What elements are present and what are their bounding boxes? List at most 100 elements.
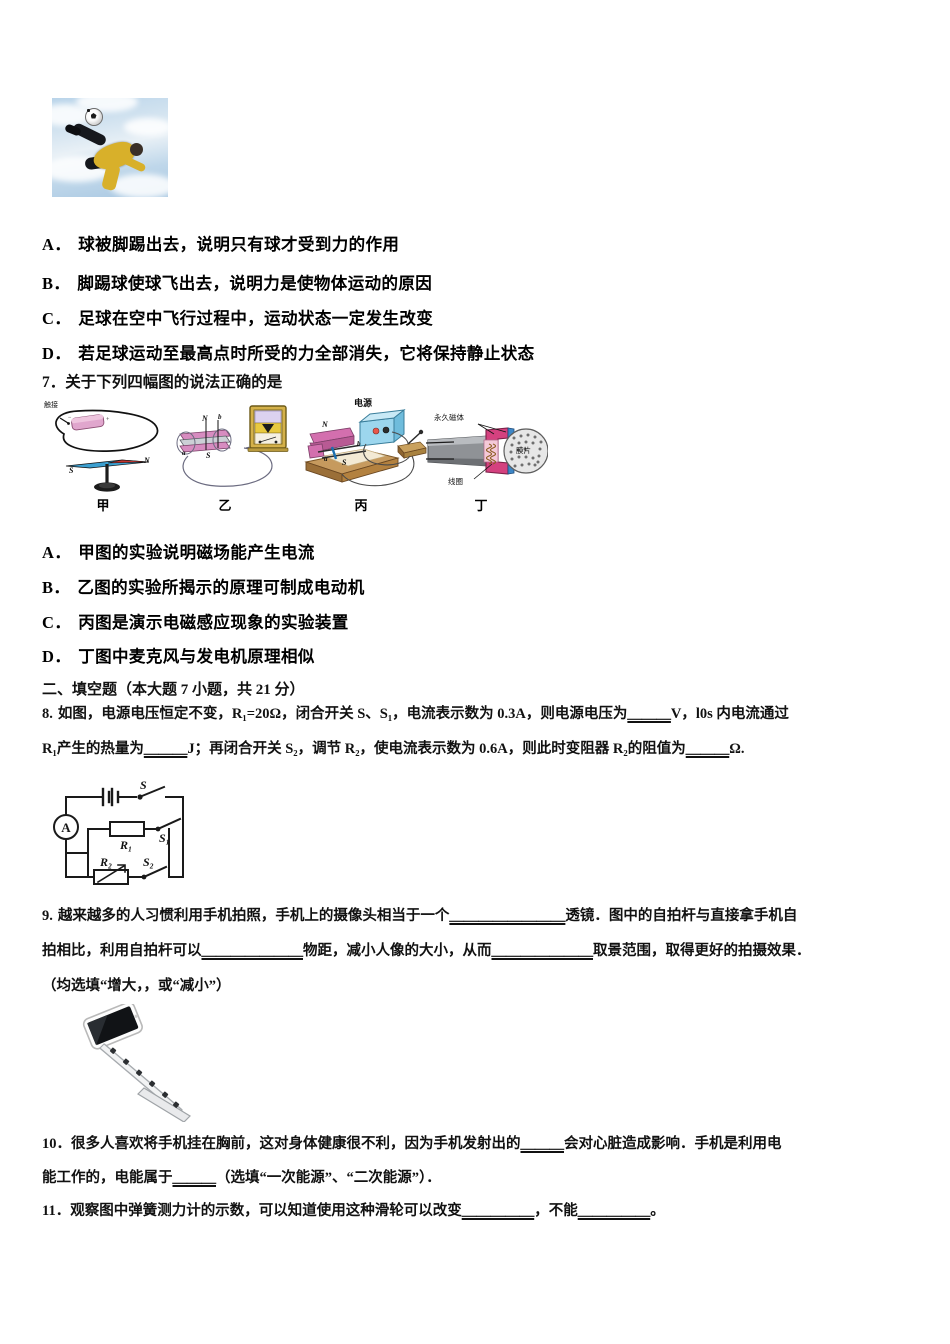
q7-figure-jia: − + 触接 S N 甲: [44, 402, 174, 513]
q9-line3: （均选填“增大，，或“减小”）: [42, 978, 231, 994]
q9-line2b-text: 物距，减小人像的大小，从而: [303, 943, 492, 959]
q6-option-b: B． 脚踢球使球飞出去，说明力是使物体运动的原因: [42, 270, 432, 294]
figure-ding-label-diaphragm: 膜片: [516, 446, 531, 455]
q11-line1c-text: 。: [650, 1203, 665, 1219]
selfie-stick-svg: [82, 1001, 191, 1123]
selfie-stick-image: [78, 1001, 208, 1123]
figure-bing-label-n: N: [322, 420, 328, 429]
q7-stem-text: 关于下列四幅图的说法正确的是: [65, 374, 283, 391]
svg-text:+: +: [106, 417, 110, 423]
soccer-player-photo: [52, 98, 168, 197]
q7-option-a: A． 甲图的实验说明磁场能产生电流: [42, 539, 315, 563]
q8-blank-1: ＿＿＿: [627, 706, 671, 722]
figure-yi-caption: 乙: [218, 498, 232, 513]
figure-ding-label-coil: 线圈: [448, 477, 463, 486]
figure-yi-label-b: b: [218, 413, 222, 421]
q6-option-d-text: 若足球运动至最高点时所受的力全部消失，它将保持静止状态: [78, 344, 535, 363]
q10-line1b-text: 会对心脏造成影响．手机是利用电: [564, 1136, 782, 1152]
circuit-label-r1: R₁: [120, 838, 133, 852]
q7-option-b-text: 乙图的实验所揭示的原理可制成电动机: [77, 578, 365, 597]
q10-line2a-text: 能工作的，电能属于: [42, 1170, 173, 1186]
circuit-label-switch2: S₂: [143, 855, 154, 869]
q6-option-a-text: 球被脚踢出去，说明只有球才受到力的作用: [78, 235, 400, 254]
q7-option-c-label: C．: [42, 613, 72, 632]
q9-line1b-text: 透镜．图中的自拍杆与直接拿手机自: [565, 908, 798, 924]
q8-number: 8.: [42, 706, 53, 722]
q11-line1: 11．观察图中弹簧测力计的示数，可以知道使用这种滑轮可以改变＿＿＿＿＿，不能＿＿…: [42, 1199, 665, 1220]
circuit-svg: A: [53, 785, 184, 885]
q8-blank-2: ＿＿＿: [143, 741, 188, 757]
q7-figure-ding: 永久磁体 线圈 膜片 丁: [425, 412, 549, 513]
q9-blank-2: ＿＿＿＿＿＿＿: [201, 943, 304, 959]
q6-option-a-label: A．: [42, 235, 72, 254]
q9-number: 9.: [42, 908, 53, 924]
q6-option-b-label: B．: [42, 274, 71, 293]
q7-option-b-label: B．: [42, 578, 71, 597]
q6-option-c: C． 足球在空中飞行过程中，运动状态一定发生改变: [42, 305, 433, 329]
q11-line1a-text: 观察图中弹簧测力计的示数，可以知道使用这种滑轮可以改变: [70, 1203, 462, 1219]
q8-line2b-text: J；再闭合开关 S₂，调节 R₂，使电流表示数为 0.6A，则此时变阻器 R₂的…: [187, 741, 686, 757]
q8-blank-3: ＿＿＿: [685, 741, 730, 757]
q10-number: 10．: [42, 1136, 71, 1152]
q7-option-d-text: 丁图中麦克风与发电机原理相似: [78, 647, 315, 666]
q8-line2c-text: Ω.: [729, 741, 745, 757]
q6-option-b-text: 脚踢球使球飞出去，说明力是使物体运动的原因: [77, 274, 433, 293]
q8-line2: R₁产生的热量为＿＿＿J；再闭合开关 S₂，调节 R₂，使电流表示数为 0.6A…: [42, 737, 744, 758]
figure-yi-label-s: S: [206, 451, 211, 460]
q7-option-d-label: D．: [42, 647, 72, 666]
q8-line1: 8.如图，电源电压恒定不变，R₁=20Ω，闭合开关 S、S₁，电流表示数为 0.…: [42, 702, 789, 723]
svg-text:−: −: [68, 415, 72, 421]
soccer-ball-icon: [85, 108, 103, 126]
circuit-label-switch1: S₁: [159, 831, 170, 845]
figure-yi-label-a: a: [182, 449, 186, 457]
q10-blank-1: ＿＿＿: [520, 1136, 565, 1152]
q10-line2: 能工作的，电能属于＿＿＿（选填“一次能源”、“二次能源”）．: [42, 1166, 441, 1187]
figure-bing-label-b: b: [357, 440, 361, 448]
q6-option-d-label: D．: [42, 344, 72, 363]
q7-figure-yi: N S a b 乙: [172, 404, 292, 513]
figure-bing-caption: 丙: [354, 498, 368, 513]
figure-jia-label-contact: 触接: [44, 402, 58, 409]
q7-option-c: C． 丙图是演示电磁感应现象的实验装置: [42, 609, 349, 633]
q9-line2a-text: 拍相比，利用自拍杆可以: [42, 943, 202, 959]
q9-line2c-text: 取景范围，取得更好的拍摄效果．: [593, 943, 811, 959]
q6-option-c-label: C．: [42, 309, 72, 328]
q8-circuit-diagram: A S R₁ S₁ R₂ S₂: [48, 778, 234, 893]
figure-bing-label-s: S: [342, 458, 347, 467]
q11-line1b-text: ，不能: [534, 1203, 578, 1219]
q7-option-d: D． 丁图中麦克风与发电机原理相似: [42, 643, 315, 667]
circuit-label-switch-main: S: [140, 778, 147, 792]
figure-jia-caption: 甲: [96, 498, 110, 513]
q6-option-d: D． 若足球运动至最高点时所受的力全部消失，它将保持静止状态: [42, 340, 535, 364]
q10-line1a-text: 很多人喜欢将手机挂在胸前，这对身体健康很不利，因为手机发射出的: [71, 1136, 521, 1152]
figure-jia-label-s: S: [69, 466, 74, 475]
q8-line1-text: 如图，电源电压恒定不变，R₁=20Ω，闭合开关 S、S₁，电流表示数为 0.3A…: [57, 706, 628, 722]
figure-bing-svg: [304, 408, 427, 487]
q11-number: 11．: [42, 1203, 71, 1219]
q9-line1: 9.越来越多的人习惯利用手机拍照，手机上的摄像头相当于一个＿＿＿＿＿＿＿＿透镜．…: [42, 904, 797, 925]
q10-line2b-text: （选填“一次能源”、“二次能源”）．: [216, 1170, 441, 1186]
figure-bing-label-a: a: [324, 455, 328, 463]
svg-text:A: A: [61, 820, 71, 835]
figure-ding-caption: 丁: [474, 498, 488, 513]
figure-yi-svg: [176, 405, 289, 487]
q7-stem: 7．关于下列四幅图的说法正确的是: [42, 370, 282, 392]
q7-option-a-text: 甲图的实验说明磁场能产生电流: [78, 543, 315, 562]
q6-option-a: A． 球被脚踢出去，说明只有球才受到力的作用: [42, 231, 399, 255]
q7-figure-bing: 电源 N S a b 丙: [302, 398, 430, 513]
q9-line2: 拍相比，利用自拍杆可以＿＿＿＿＿＿＿物距，减小人像的大小，从而＿＿＿＿＿＿＿取景…: [42, 939, 811, 960]
q7-option-a-label: A．: [42, 543, 72, 562]
q6-option-c-text: 足球在空中飞行过程中，运动状态一定发生改变: [78, 309, 434, 328]
circuit-label-r2: R₂: [100, 855, 113, 869]
q9-blank-1: ＿＿＿＿＿＿＿＿: [449, 908, 566, 924]
q7-option-b: B． 乙图的实验所揭示的原理可制成电动机: [42, 574, 365, 598]
figure-jia-svg: − +: [55, 409, 159, 492]
q7-number: 7．: [42, 374, 66, 391]
q10-blank-2: ＿＿＿: [172, 1170, 217, 1186]
q9-blank-3: ＿＿＿＿＿＿＿: [491, 943, 594, 959]
figure-jia-label-n: N: [144, 456, 150, 465]
q8-line2a-text: R₁产生的热量为: [42, 741, 144, 757]
figure-ding-svg: [425, 423, 549, 480]
q7-option-c-text: 丙图是演示电磁感应现象的实验装置: [78, 613, 349, 632]
